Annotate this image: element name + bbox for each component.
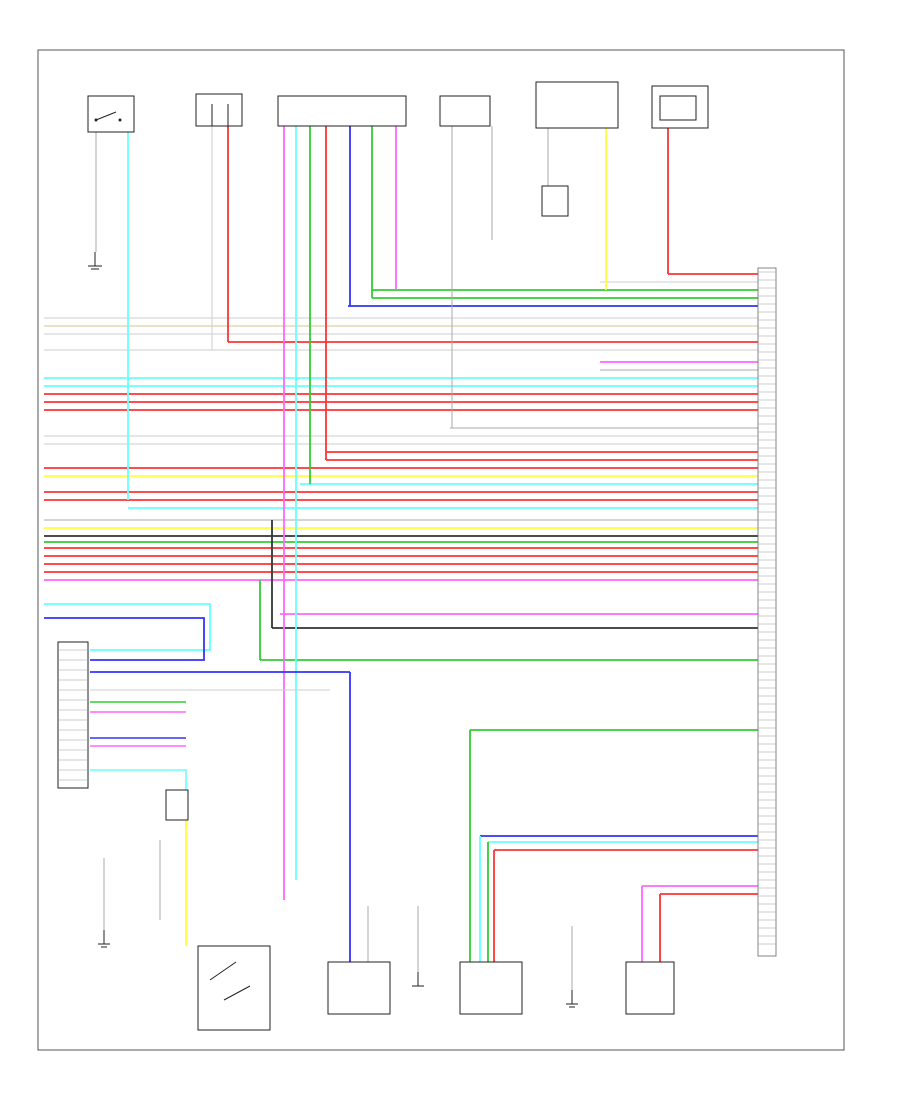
bottom-component-connector-1 bbox=[57, 641, 89, 789]
bottom-component-connector-4 bbox=[459, 961, 523, 1015]
wire-h-ltblu bbox=[90, 769, 187, 790]
wire-jump-ltblu bbox=[44, 603, 211, 651]
right-connector-module bbox=[757, 267, 777, 957]
top-component-switch-left bbox=[87, 95, 135, 133]
left-connector-pins bbox=[58, 649, 88, 781]
right-connector-pins bbox=[758, 271, 776, 945]
bottom-component-switch-2 bbox=[197, 945, 271, 1031]
vertical-wire-bus bbox=[44, 112, 669, 990]
top-component-connector-2 bbox=[195, 93, 243, 127]
ground-2 bbox=[98, 930, 110, 948]
wire-jump-blue bbox=[44, 617, 205, 661]
horizontal-wire-bus bbox=[44, 273, 770, 895]
top-component-relay-5 bbox=[535, 81, 619, 217]
top-component-connector-4 bbox=[439, 95, 491, 127]
diagram-frame bbox=[37, 49, 845, 1051]
bottom-component-sensor-6 bbox=[165, 789, 189, 821]
top-component-connector-3 bbox=[277, 95, 407, 127]
ground-4 bbox=[412, 972, 424, 987]
top-component-connector-6 bbox=[651, 85, 709, 129]
ground-3 bbox=[566, 990, 578, 1008]
bottom-component-connector-5 bbox=[625, 961, 675, 1015]
bottom-component-connector-3 bbox=[327, 961, 391, 1015]
ground-1 bbox=[88, 252, 102, 270]
